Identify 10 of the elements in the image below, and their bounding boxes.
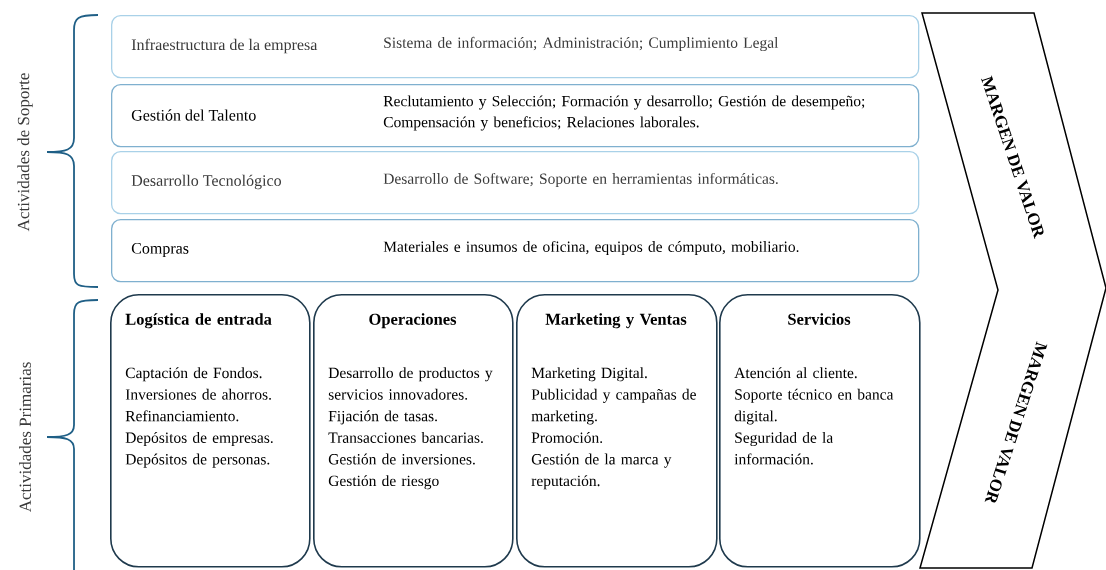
group-label: Actividades de Soporte bbox=[17, 73, 33, 232]
activity-box: Marketing y Ventas Marketing Digital. Publicidad y campañas de marketing. Promoción. Gestión de la marca y reputación. bbox=[516, 294, 718, 568]
activity-box: Servicios Atención al cliente. Soporte técnico en banca digital. Seguridad de la información. bbox=[719, 294, 921, 568]
activity-box: Compras Materiales e insumos de oficina, equipos de cómputo, mobiliario. bbox=[111, 219, 920, 283]
activity-box: Operaciones Desarrollo de productos y servicios innovadores. Fijación de tasas. Transacciones bancarias. Gestión de inversiones. Gestión de riesgo bbox=[313, 294, 514, 568]
activity-box: Gestión del Talento Reclutamiento y Selección; Formación y desarrollo; Gestión de desempeño; Compensación y beneficios; Relaciones laborales. bbox=[111, 84, 920, 148]
activity-box: Desarrollo Tecnológico Desarrollo de Software; Soporte en herramientas informáticas. bbox=[111, 151, 920, 215]
activity-box: Logística de entrada Captación de Fondos. Inversiones de ahorros. Refinanciamiento. Depósitos de empresas. Depósitos de personas. bbox=[110, 294, 311, 568]
group-label: Actividades Primarias bbox=[19, 362, 31, 513]
activity-box: Infraestructura de la empresa Sistema de información; Administración; Cumplimiento Legal bbox=[111, 15, 920, 79]
